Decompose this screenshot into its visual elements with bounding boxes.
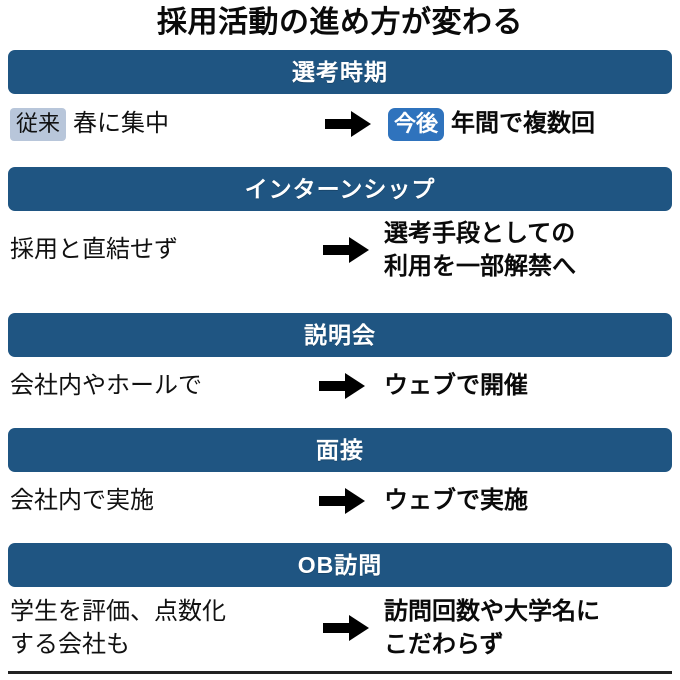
arrow-cell — [300, 372, 384, 400]
section-setsumeikai: 説明会 会社内やホールで ウェブで開催 — [8, 313, 672, 415]
comparison-row: 会社内で実施 ウェブで実施 — [8, 472, 672, 530]
after-cell: ウェブで開催 — [384, 371, 672, 401]
before-text: 採用と直結せず — [10, 236, 178, 263]
comparison-row: 学生を評価、点数化 する会社も 訪問回数や大学名に こだわらず — [8, 587, 672, 669]
right-arrow-icon — [323, 237, 369, 263]
bottom-divider — [8, 671, 672, 674]
before-cell: 会社内で実施 — [8, 486, 300, 516]
section-internship: インターンシップ 採用と直結せず 選考手段としての 利用を一部解禁へ — [8, 167, 672, 289]
section-senko-jiki: 選考時期 従来 春に集中 今後 年間で複数回 — [8, 50, 672, 154]
after-cell: 今後 年間で複数回 — [388, 107, 672, 141]
section-heading-label: 説明会 — [304, 322, 376, 348]
page-title: 採用活動の進め方が変わる — [157, 6, 523, 39]
badge-future: 今後 — [388, 107, 445, 141]
after-cell: ウェブで実施 — [384, 486, 672, 516]
arrow-cell — [308, 110, 388, 138]
after-text: 年間で複数回 — [451, 110, 596, 137]
section-header-bar: 面接 — [8, 428, 672, 472]
comparison-row: 会社内やホールで ウェブで開催 — [8, 357, 672, 415]
before-text: 学生を評価、点数化 する会社も — [10, 598, 226, 658]
comparison-row: 採用と直結せず 選考手段としての 利用を一部解禁へ — [8, 211, 672, 289]
section-ob-homon: OB訪問 学生を評価、点数化 する会社も 訪問回数や大学名に こだわらず — [8, 543, 672, 669]
before-cell: 従来 春に集中 — [8, 107, 308, 141]
after-text: 訪問回数や大学名に こだわらず — [384, 598, 600, 658]
section-heading-label: 面接 — [316, 437, 364, 463]
right-arrow-icon — [323, 615, 369, 641]
arrow-cell — [300, 487, 384, 515]
before-cell: 会社内やホールで — [8, 371, 300, 401]
arrow-cell — [308, 614, 384, 642]
before-cell: 学生を評価、点数化 する会社も — [8, 595, 308, 661]
before-text: 春に集中 — [73, 110, 170, 137]
section-header-bar: 説明会 — [8, 313, 672, 357]
after-text: ウェブで開催 — [384, 372, 528, 399]
section-heading-label: OB訪問 — [297, 552, 383, 578]
right-arrow-icon — [319, 488, 365, 514]
section-header-bar: OB訪問 — [8, 543, 672, 587]
section-header-bar: 選考時期 — [8, 50, 672, 94]
after-text: ウェブで実施 — [384, 487, 528, 514]
arrow-cell — [308, 236, 384, 264]
badge-past: 従来 — [10, 107, 67, 141]
section-header-bar: インターンシップ — [8, 167, 672, 211]
after-cell: 選考手段としての 利用を一部解禁へ — [384, 217, 672, 283]
before-text: 会社内で実施 — [10, 487, 154, 514]
section-heading-label: インターンシップ — [244, 176, 436, 202]
section-mensetsu: 面接 会社内で実施 ウェブで実施 — [8, 428, 672, 530]
right-arrow-icon — [319, 373, 365, 399]
right-arrow-icon — [325, 111, 371, 137]
before-cell: 採用と直結せず — [8, 235, 308, 265]
before-text: 会社内やホールで — [10, 372, 202, 399]
after-cell: 訪問回数や大学名に こだわらず — [384, 595, 672, 661]
comparison-row: 従来 春に集中 今後 年間で複数回 — [8, 94, 672, 154]
after-text: 選考手段としての 利用を一部解禁へ — [384, 220, 576, 280]
section-heading-label: 選考時期 — [292, 59, 388, 85]
